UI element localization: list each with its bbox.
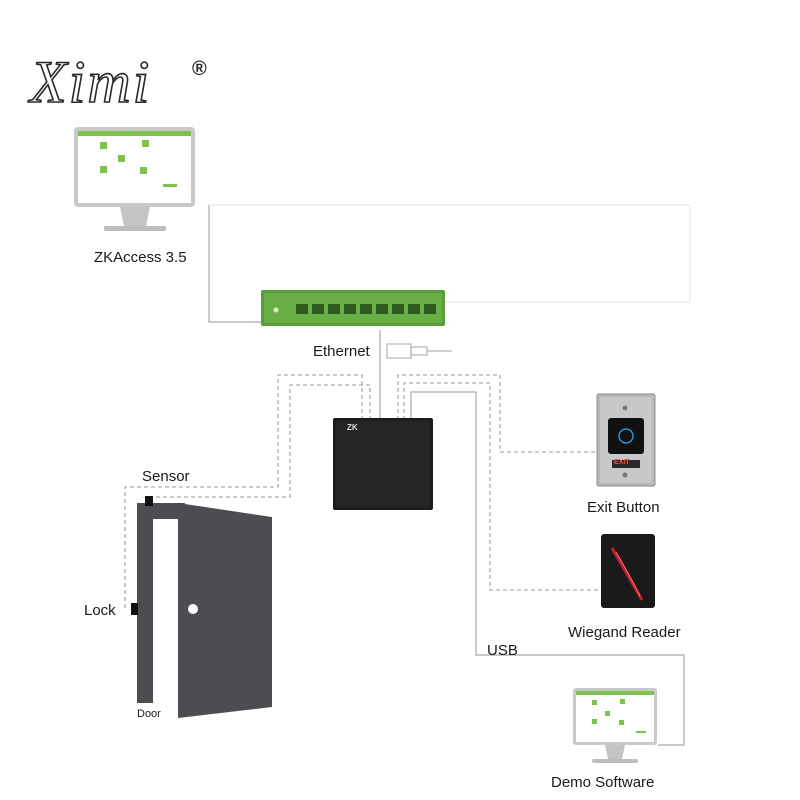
reader-light-highlight bbox=[615, 551, 641, 597]
screen-tile bbox=[142, 140, 149, 147]
exit-button-label: Exit Button bbox=[587, 499, 660, 516]
door-icon bbox=[131, 496, 272, 718]
door-frame-top bbox=[137, 503, 185, 519]
plug-head bbox=[386, 343, 412, 359]
screen-header bbox=[576, 691, 654, 695]
lock-wire bbox=[124, 374, 363, 608]
screen-tile bbox=[140, 167, 147, 174]
pc-to-switch-line bbox=[208, 205, 262, 323]
brand-logo: Ximi bbox=[29, 49, 152, 115]
switch-port bbox=[328, 304, 340, 314]
exit-plate-text: EXIT bbox=[614, 459, 630, 466]
switch-port bbox=[392, 304, 404, 314]
switch-port bbox=[424, 304, 436, 314]
screen-tile bbox=[619, 720, 624, 725]
exit-sensor-ring bbox=[618, 428, 634, 444]
monitor-base bbox=[592, 759, 638, 763]
usb-line bbox=[410, 391, 685, 746]
dashed-wiring bbox=[124, 374, 603, 608]
controller-face bbox=[336, 421, 430, 507]
plug-body bbox=[410, 346, 428, 356]
switch-port bbox=[344, 304, 356, 314]
monitor-neck bbox=[605, 745, 625, 759]
controller-brand: ZK bbox=[347, 423, 358, 432]
door-knob bbox=[188, 604, 198, 614]
reader-wire bbox=[403, 382, 603, 591]
demo-software-label: Demo Software bbox=[551, 774, 655, 791]
ethernet-plug-icon bbox=[386, 343, 452, 359]
sensor-label: Sensor bbox=[142, 468, 190, 485]
lock-label: Lock bbox=[84, 602, 116, 619]
exit-button-icon bbox=[596, 393, 656, 487]
usb-label: USB bbox=[487, 642, 518, 659]
sensor-wire bbox=[148, 384, 371, 498]
screen-tile bbox=[100, 142, 107, 149]
sensor-device bbox=[145, 496, 153, 506]
registered-mark: ® bbox=[192, 58, 207, 80]
zkaccess-monitor bbox=[74, 127, 195, 231]
network-switch-icon bbox=[261, 290, 445, 326]
door-frame-left bbox=[137, 503, 153, 703]
exit-screw bbox=[622, 405, 628, 411]
screen-tile bbox=[100, 166, 107, 173]
wiegand-reader-label: Wiegand Reader bbox=[568, 624, 681, 641]
switch-ports bbox=[296, 304, 436, 314]
monitor-screen bbox=[576, 691, 654, 742]
switch-port bbox=[376, 304, 388, 314]
network-lines bbox=[208, 204, 691, 746]
reader-body bbox=[601, 534, 655, 608]
demo-software-monitor bbox=[573, 688, 657, 763]
screen-tile bbox=[592, 719, 597, 724]
switch-led bbox=[273, 307, 279, 313]
exit-plate-label-bg bbox=[612, 460, 640, 468]
exit-screw bbox=[622, 472, 628, 478]
monitor-screen bbox=[78, 131, 191, 203]
lock-device bbox=[131, 603, 138, 615]
switch-port bbox=[408, 304, 420, 314]
screen-tile bbox=[118, 155, 125, 162]
monitor-base bbox=[104, 226, 166, 231]
switch-port bbox=[296, 304, 308, 314]
monitor-neck bbox=[120, 207, 150, 226]
zkaccess-label: ZKAccess 3.5 bbox=[94, 249, 187, 266]
door-label: Door bbox=[137, 708, 161, 720]
screen-tile bbox=[592, 700, 597, 705]
exit-sensor-window bbox=[608, 418, 644, 454]
screen-tile bbox=[620, 699, 625, 704]
controller-icon bbox=[333, 418, 433, 510]
screen-button bbox=[636, 731, 646, 733]
switch-port bbox=[312, 304, 324, 314]
door-panel bbox=[178, 503, 272, 718]
switch-port bbox=[360, 304, 372, 314]
card-reader-icon bbox=[601, 534, 655, 608]
screen-tile bbox=[605, 711, 610, 716]
exit-button-wire bbox=[397, 374, 598, 453]
screen-button bbox=[163, 184, 177, 187]
ethernet-label: Ethernet bbox=[313, 343, 370, 360]
screen-header bbox=[78, 131, 191, 136]
